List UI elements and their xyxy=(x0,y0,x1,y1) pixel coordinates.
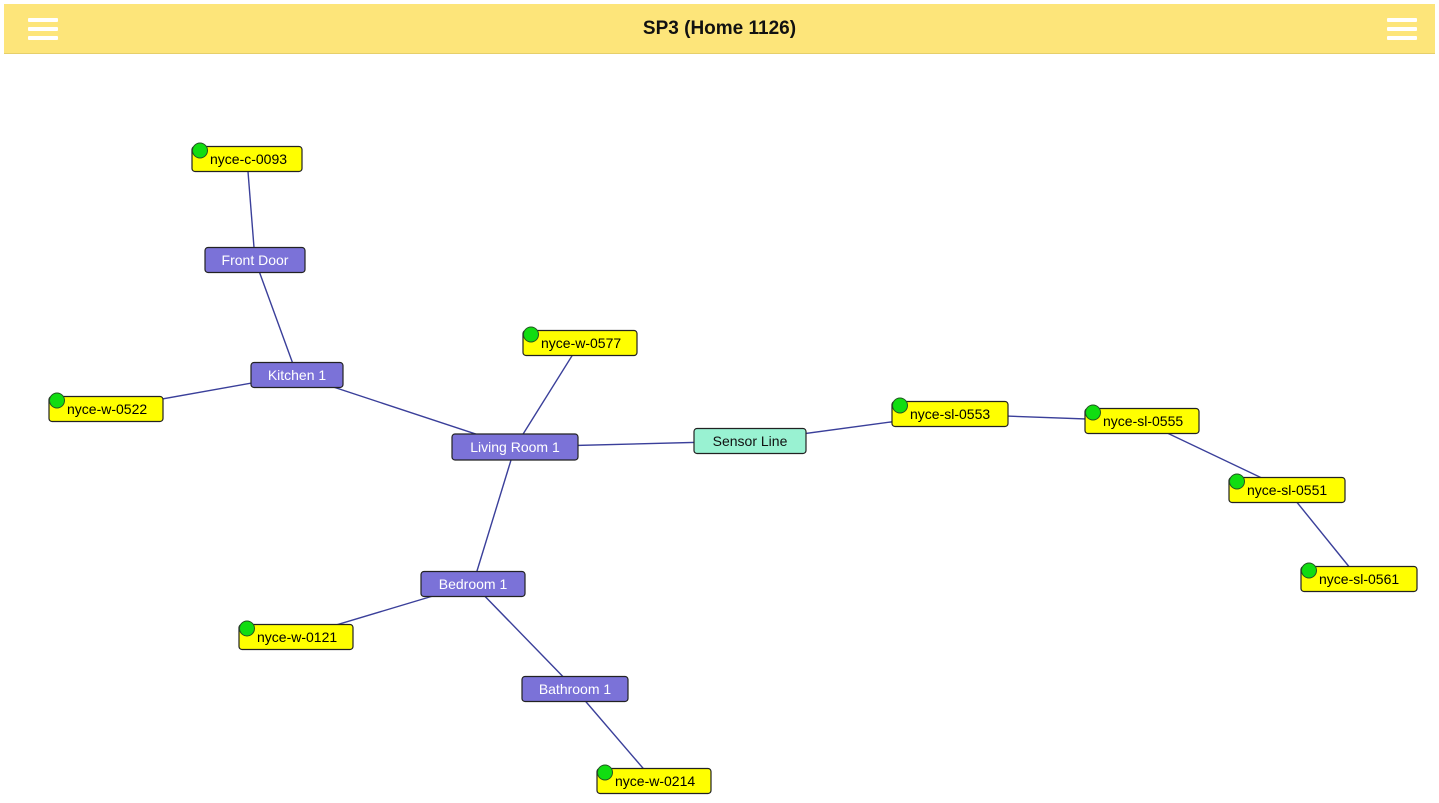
edge-n_bedroom-n_bath xyxy=(472,583,576,690)
node-label: Living Room 1 xyxy=(470,439,560,455)
edge-n_c0093-n_front xyxy=(246,158,256,261)
status-online-icon xyxy=(49,392,65,409)
node-label: nyce-w-0577 xyxy=(541,335,621,351)
app-header: SP3 (Home 1126) xyxy=(4,4,1435,54)
node-label: nyce-w-0214 xyxy=(615,773,695,789)
node-box xyxy=(451,433,579,461)
sensor-node-nyce-sl-0561[interactable]: nyce-sl-0561 xyxy=(1300,562,1418,593)
edge-n_sl0551-n_sl0561 xyxy=(1286,489,1360,580)
status-online-icon xyxy=(1085,404,1101,421)
node-box xyxy=(1228,476,1346,504)
node-label: nyce-w-0121 xyxy=(257,629,337,645)
page-title: SP3 (Home 1126) xyxy=(642,18,797,39)
hamburger-menu-icon-bar xyxy=(1387,27,1417,31)
node-label: nyce-c-0093 xyxy=(210,151,287,167)
status-online-icon xyxy=(892,397,908,414)
sensor-node-nyce-w-0121[interactable]: nyce-w-0121 xyxy=(238,620,354,651)
node-box xyxy=(191,145,303,173)
node-box xyxy=(891,400,1009,428)
status-online-icon xyxy=(1301,562,1317,579)
hamburger-menu-icon xyxy=(28,18,58,22)
edge-n_bath-n_w0214 xyxy=(574,688,655,782)
sensor-node-nyce-w-0577[interactable]: nyce-w-0577 xyxy=(522,326,638,357)
sensor-node-nyce-w-0522[interactable]: nyce-w-0522 xyxy=(48,392,164,423)
node-box xyxy=(420,570,526,598)
edge-n_front-n_kitchen xyxy=(254,259,298,376)
hamburger-menu-icon xyxy=(1387,18,1417,22)
node-box xyxy=(250,361,344,389)
node-box xyxy=(204,246,306,274)
room-node-kitchen-1[interactable]: Kitchen 1 xyxy=(250,361,344,389)
node-label: Sensor Line xyxy=(713,433,788,449)
right-menu-button[interactable] xyxy=(1387,16,1419,42)
hamburger-menu-icon-bar xyxy=(28,27,58,31)
node-box xyxy=(596,767,712,795)
node-label: nyce-sl-0551 xyxy=(1247,482,1327,498)
status-online-icon xyxy=(597,764,613,781)
edge-n_living-n_bedroom xyxy=(472,446,516,585)
status-online-icon xyxy=(192,142,208,159)
node-box xyxy=(238,623,354,651)
node-label: Bedroom 1 xyxy=(439,576,508,592)
sensor-node-nyce-w-0214[interactable]: nyce-w-0214 xyxy=(596,764,712,795)
node-box xyxy=(521,675,629,703)
node-label: Bathroom 1 xyxy=(539,681,612,697)
hamburger-menu-icon-bar xyxy=(1387,36,1417,40)
status-online-icon xyxy=(1229,473,1245,490)
node-box xyxy=(693,427,807,455)
room-node-bathroom-1[interactable]: Bathroom 1 xyxy=(521,675,629,703)
room-node-living-room-1[interactable]: Living Room 1 xyxy=(451,433,579,461)
node-box xyxy=(48,395,164,423)
node-label: nyce-sl-0561 xyxy=(1319,571,1399,587)
status-online-icon xyxy=(239,620,255,637)
room-node-front-door[interactable]: Front Door xyxy=(204,246,306,274)
node-label: Front Door xyxy=(222,252,289,268)
sensor-node-nyce-sl-0555[interactable]: nyce-sl-0555 xyxy=(1084,404,1200,435)
node-box xyxy=(522,329,638,357)
sensor-node-nyce-c-0093[interactable]: nyce-c-0093 xyxy=(191,142,303,173)
status-online-icon xyxy=(523,326,539,343)
left-menu-button[interactable] xyxy=(28,16,60,42)
node-box xyxy=(1300,565,1418,593)
node-label: nyce-sl-0553 xyxy=(910,406,990,422)
node-label: Kitchen 1 xyxy=(268,367,327,383)
node-box xyxy=(1084,407,1200,435)
sensor-node-nyce-sl-0551[interactable]: nyce-sl-0551 xyxy=(1228,473,1346,504)
node-label: nyce-sl-0555 xyxy=(1103,413,1183,429)
node-label: nyce-w-0522 xyxy=(67,401,147,417)
hamburger-menu-icon-bar xyxy=(28,36,58,40)
sensor-node-nyce-sl-0553[interactable]: nyce-sl-0553 xyxy=(891,397,1009,428)
edge-n_living-n_w0577 xyxy=(514,342,581,448)
line-node-sensor-line[interactable]: Sensor Line xyxy=(693,427,807,455)
room-node-bedroom-1[interactable]: Bedroom 1 xyxy=(420,570,526,598)
